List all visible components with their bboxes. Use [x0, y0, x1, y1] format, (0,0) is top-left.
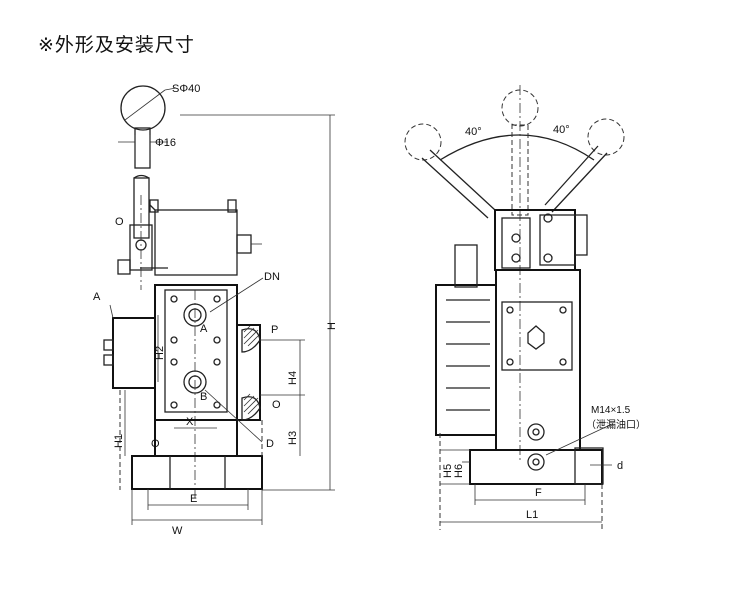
- label-h6: H6: [453, 464, 465, 478]
- label-a-side: A: [93, 291, 101, 303]
- label-thread: M14×1.5: [591, 405, 631, 416]
- valve-body: [154, 284, 238, 421]
- lever-rod: [133, 177, 150, 239]
- base-plate: [131, 455, 263, 490]
- cylinder: [435, 284, 497, 436]
- label-o-bottom: O: [151, 438, 160, 450]
- handle-left-position: [404, 123, 442, 161]
- label-h5: H5: [442, 464, 454, 478]
- label-h2: H2: [154, 346, 166, 360]
- pipe-flange: [237, 324, 261, 421]
- label-p: P: [271, 324, 278, 336]
- swing-arc: [439, 134, 595, 161]
- left-view: SΦ40 Φ16 O DN A A B P O O D H H1 H2 H3 H…: [93, 83, 338, 537]
- label-h1: H1: [113, 434, 125, 448]
- operator-head: [494, 209, 576, 271]
- handle-knob: [120, 85, 166, 131]
- label-f: F: [535, 487, 542, 499]
- face-bolts: [170, 295, 221, 409]
- label-x: X: [186, 416, 194, 428]
- label-h4: H4: [287, 371, 299, 385]
- label-drain-port: （泄漏油口）: [586, 418, 646, 431]
- label-angle-left: 40°: [465, 126, 482, 138]
- label-o-top: O: [115, 216, 124, 228]
- handle-right-position: [587, 118, 625, 156]
- base-side: [469, 449, 603, 485]
- side-block: [112, 317, 156, 389]
- label-h: H: [326, 322, 338, 330]
- label-h3: H3: [287, 431, 299, 445]
- label-w: W: [172, 525, 183, 537]
- label-shaft: Φ16: [155, 137, 176, 149]
- top-cover: [154, 209, 238, 276]
- label-dn: DN: [264, 271, 280, 283]
- handle-shaft: [134, 127, 151, 169]
- right-view: 40° 40°: [404, 85, 646, 530]
- label-d: D: [266, 438, 274, 450]
- hex-nut: [527, 325, 545, 350]
- drain-plug: [527, 423, 545, 441]
- label-sphere: SΦ40: [172, 83, 200, 95]
- page-title: ※外形及安装尺寸: [38, 34, 195, 56]
- label-e: E: [190, 493, 197, 505]
- label-a-port: A: [200, 323, 208, 335]
- label-o-right: O: [272, 399, 281, 411]
- label-d-small: d: [617, 460, 623, 472]
- label-angle-right: 40°: [553, 124, 570, 136]
- label-b-port: B: [200, 391, 207, 403]
- label-l1: L1: [526, 509, 538, 521]
